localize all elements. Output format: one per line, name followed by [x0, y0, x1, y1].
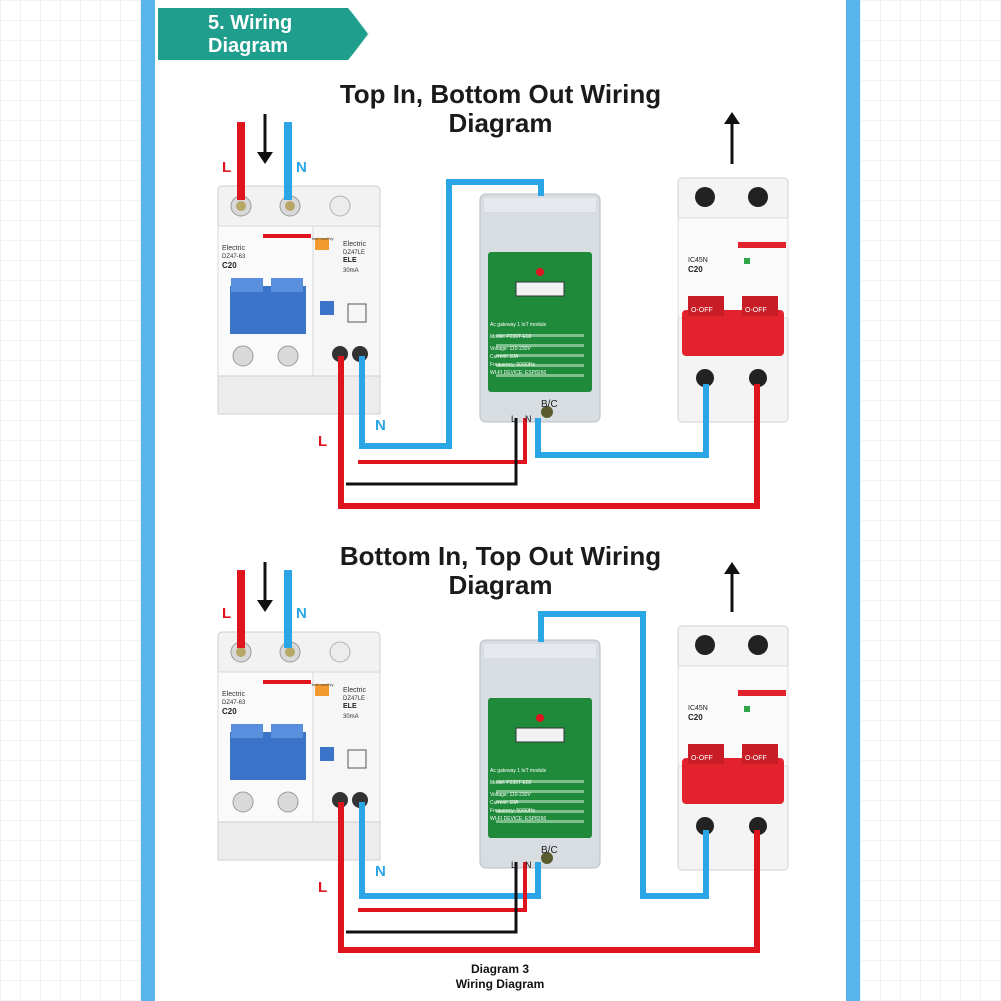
- mcb-off-label-1a: O-OFF: [691, 307, 713, 314]
- module-line5-2: Frequency: 50/60Hz: [490, 808, 536, 814]
- module-n-terminal-label-2: N: [525, 860, 532, 870]
- mcb-rating-2: C20: [688, 713, 703, 722]
- module-line6-2: WI-FI DEVICE: ESP8266: [490, 816, 546, 822]
- smart-module-1: [479, 193, 601, 423]
- diagram-1-title: Top In, Bottom Out Wiring Diagram: [0, 80, 1001, 138]
- module-line4-1: Current: 10A: [490, 354, 519, 360]
- neutral-module-wire-1: [346, 418, 518, 486]
- module-line6-1: WI-FI DEVICE: ESP8266: [490, 370, 546, 376]
- rcbo-breaker-1: [217, 185, 381, 415]
- module-line2-2: Model: P230T-E02: [490, 780, 532, 786]
- diagram-2-title: Bottom In, Top Out Wiring Diagram: [0, 542, 1001, 600]
- diagram-1: [217, 112, 789, 509]
- rcd-brand-2: Electric: [343, 687, 366, 694]
- rcd-current-1: 30mA: [343, 268, 359, 274]
- side-stripe-right: [846, 0, 860, 1001]
- module-bc-label-1: B/C: [541, 399, 558, 410]
- mcb-off-label-2a: O-OFF: [691, 755, 713, 762]
- diagram-1-title-line2: Diagram: [448, 108, 553, 138]
- rcbo-out-live-label-2: L: [318, 879, 327, 896]
- supply-neutral-label-2: N: [296, 605, 307, 622]
- module-line3-1: Voltage: 110-230V: [490, 346, 531, 352]
- rcd-test-label-1: test monthly: [312, 236, 334, 241]
- rcbo-rating-2: C20: [222, 707, 237, 716]
- rcbo-out-live-label-1: L: [318, 433, 327, 450]
- badge-line1: 5. Wiring: [208, 12, 293, 34]
- rcd-test-label-2: test monthly: [312, 682, 334, 687]
- rcd-type-2: ELE: [343, 703, 357, 710]
- diagram-1-title-line1: Top In, Bottom Out Wiring: [339, 79, 662, 109]
- rcd-type-1: ELE: [343, 257, 357, 264]
- badge-text: 5. Wiring Diagram: [158, 8, 358, 60]
- live-module-wire-2: [358, 862, 527, 912]
- side-stripe-left: [141, 0, 155, 1001]
- module-n-terminal-label-1: N: [525, 414, 532, 424]
- rcbo-model-1: DZ47-63: [222, 254, 246, 260]
- mcb-rating-1: C20: [688, 265, 703, 274]
- module-line3-2: Voltage: 110-230V: [490, 792, 531, 798]
- rcd-model-2: DZ47LE: [343, 696, 365, 702]
- module-line1-2: Ac gateway 1 IoT module: [490, 768, 547, 774]
- rcbo-breaker-2: [217, 631, 381, 861]
- supply-arrow-head-2: [257, 600, 273, 612]
- background-grid-left: [0, 0, 141, 1001]
- supply-neutral-label-1: N: [296, 159, 307, 176]
- module-l-terminal-label-2: L: [511, 860, 516, 870]
- module-line5-1: Frequency: 50/60Hz: [490, 362, 536, 368]
- module-output-wire-1: [535, 384, 709, 458]
- rcbo-out-neutral-label-1: N: [375, 417, 386, 434]
- module-line4-2: Current: 10A: [490, 800, 519, 806]
- mcb-model-2: IC45N: [688, 705, 708, 712]
- module-l-terminal-label-1: L: [511, 414, 516, 424]
- caption-line2: Wiring Diagram: [455, 977, 545, 991]
- caption-line1: Diagram 3: [470, 962, 530, 976]
- diagram-2-title-line2: Diagram: [448, 570, 553, 600]
- mcb-off-label-2b: O-OFF: [745, 755, 767, 762]
- live-bypass-wire-1: [338, 356, 760, 509]
- section-badge: 5. Wiring Diagram: [158, 8, 372, 60]
- module-output-wire-2: [538, 611, 709, 899]
- neutral-feed-wire-1: [359, 179, 544, 449]
- mcb-model-1: IC45N: [688, 257, 708, 264]
- rcbo-brand-2: Electric: [222, 691, 245, 698]
- rcbo-model-2: DZ47-63: [222, 700, 246, 706]
- supply-arrow-head-1: [257, 152, 273, 164]
- mcb-breaker-1: [677, 177, 789, 423]
- neutral-feed-wire-2: [359, 802, 541, 899]
- background-grid-right: [860, 0, 1001, 1001]
- rcd-current-2: 30mA: [343, 714, 359, 720]
- output-arrow-head-2: [724, 562, 740, 574]
- mcb-off-label-1b: O-OFF: [745, 307, 767, 314]
- module-bc-label-2: B/C: [541, 845, 558, 856]
- rcbo-rating-1: C20: [222, 261, 237, 270]
- supply-live-label-1: L: [222, 159, 231, 176]
- smart-module-2: [479, 639, 601, 869]
- badge-line2: Diagram: [208, 35, 289, 57]
- neutral-module-wire-2: [346, 862, 518, 934]
- rcbo-brand-1: Electric: [222, 245, 245, 252]
- module-line2-1: Model: P230T-E02: [490, 334, 532, 340]
- figure-caption: Diagram 3 Wiring Diagram: [420, 962, 580, 992]
- mcb-breaker-2: [677, 625, 789, 871]
- rcbo-out-neutral-label-2: N: [375, 863, 386, 880]
- module-line1-1: Ac gateway 1 IoT module: [490, 322, 547, 328]
- live-bypass-wire-2: [338, 802, 760, 953]
- diagram-2: [217, 562, 789, 953]
- badge-arrow-shape: [158, 8, 372, 60]
- rcd-brand-1: Electric: [343, 241, 366, 248]
- live-module-wire-1: [358, 418, 527, 464]
- diagram-2-title-line1: Bottom In, Top Out Wiring: [339, 541, 662, 571]
- rcd-model-1: DZ47LE: [343, 250, 365, 256]
- output-arrow-head-1: [724, 112, 740, 124]
- supply-live-label-2: L: [222, 605, 231, 622]
